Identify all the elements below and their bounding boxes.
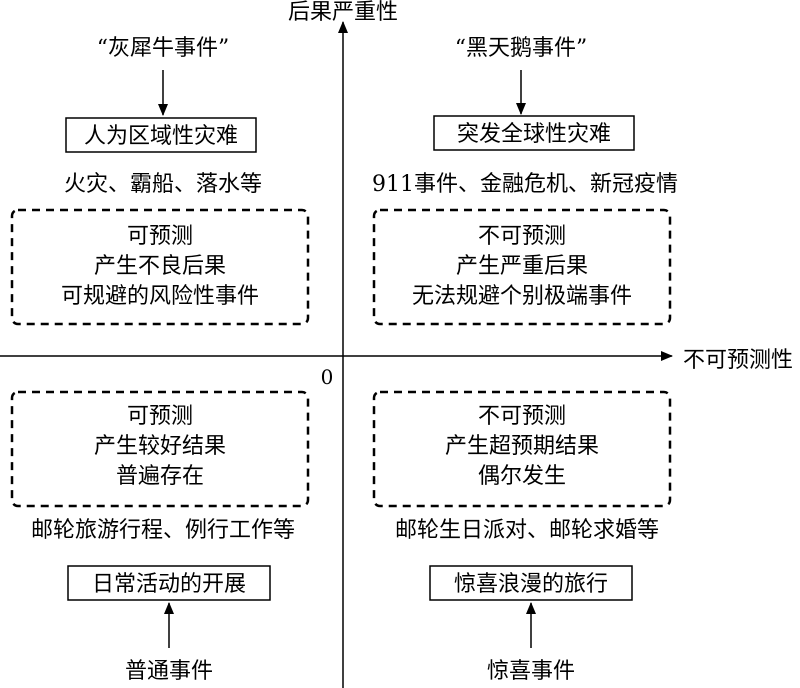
traits-box (10, 390, 310, 508)
category-label: 人为区域性灾难 (84, 124, 238, 149)
x-axis-label: 不可预测性 (683, 348, 793, 373)
category-box (65, 117, 257, 153)
traits-box (372, 208, 672, 326)
category-label: 突发全球性灾难 (457, 122, 611, 147)
category-label: 日常活动的开展 (92, 572, 246, 597)
category-label: 惊喜浪漫的旅行 (454, 572, 608, 597)
trait-line: 可预测 (127, 224, 193, 249)
trait-line: 产生不良后果 (94, 254, 226, 279)
traits-box (372, 390, 672, 508)
y-axis-label: 后果严重性 (288, 0, 398, 25)
trait-line: 产生严重后果 (456, 254, 588, 279)
quadrant-bottom-left: 可预测 产生较好结果 普遍存在 邮轮旅游行程、例行工作等 日常活动的开展 普通事… (10, 390, 310, 684)
trait-line: 可规避的风险性事件 (61, 284, 259, 309)
trait-line: 无法规避个别极端事件 (412, 284, 632, 309)
trait-line: 偶尔发生 (478, 464, 566, 489)
category-box (429, 565, 633, 601)
trait-line: 不可预测 (478, 224, 566, 249)
examples-text: 邮轮生日派对、邮轮求婚等 (395, 518, 659, 543)
trait-line: 不可预测 (478, 404, 566, 429)
trait-line: 产生较好结果 (94, 434, 226, 459)
quadrant-top-left: “灰犀牛事件” 人为区域性灾难 火灾、霸船、落水等 可预测 产生不良后果 可规避… (10, 36, 310, 326)
examples-text: 911事件、金融危机、新冠疫情 (372, 172, 678, 197)
quadrant-top-right: “黑天鹅事件” 突发全球性灾难 911事件、金融危机、新冠疫情 不可预测 产生严… (372, 36, 678, 326)
category-box (433, 115, 635, 151)
category-box (67, 565, 271, 601)
event-name-black-swan: “黑天鹅事件” (455, 36, 588, 61)
event-name-surprise: 惊喜事件 (487, 659, 575, 684)
examples-text: 邮轮旅游行程、例行工作等 (31, 518, 295, 543)
origin-label: 0 (321, 365, 334, 389)
trait-line: 普遍存在 (116, 464, 204, 489)
examples-text: 火灾、霸船、落水等 (64, 172, 262, 197)
quadrant-bottom-right: 不可预测 产生超预期结果 偶尔发生 邮轮生日派对、邮轮求婚等 惊喜浪漫的旅行 惊… (372, 390, 672, 684)
trait-line: 产生超预期结果 (445, 434, 599, 459)
trait-line: 可预测 (127, 404, 193, 429)
traits-box (10, 208, 310, 326)
event-name-gray-rhino: “灰犀牛事件” (97, 36, 230, 61)
event-name-ordinary: 普通事件 (125, 659, 213, 684)
